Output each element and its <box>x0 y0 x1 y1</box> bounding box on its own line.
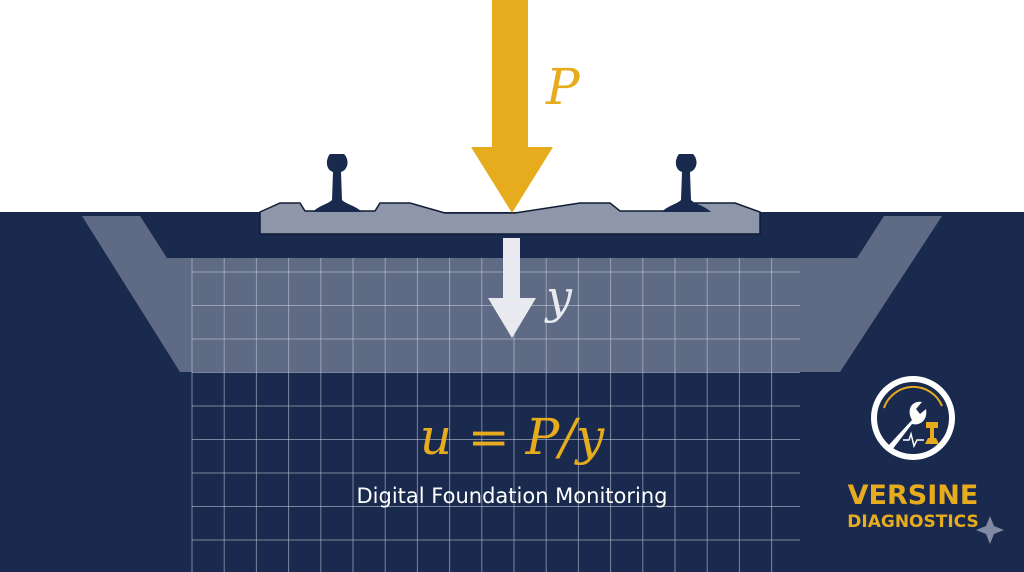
brand-name: VERSINE <box>847 480 979 511</box>
deflection-label: y <box>546 270 572 324</box>
rail-icon <box>925 422 939 444</box>
subgrade-grid <box>191 258 800 572</box>
gauge-icon <box>883 385 943 409</box>
logo-badge <box>871 376 955 460</box>
right-rail-icon <box>662 154 711 212</box>
load-label: P <box>546 58 580 116</box>
pulse-icon <box>903 431 924 449</box>
formula: u = P/y <box>419 408 605 466</box>
wrench-icon <box>888 401 927 450</box>
sparkle-icon <box>976 516 1004 544</box>
deflection-arrow-icon <box>488 238 536 338</box>
brand-tagline: DIAGNOSTICS <box>847 512 979 532</box>
load-arrow-icon <box>471 0 553 213</box>
sleeper <box>259 202 761 235</box>
left-rail-icon <box>313 154 362 212</box>
subtitle: Digital Foundation Monitoring <box>356 484 668 508</box>
